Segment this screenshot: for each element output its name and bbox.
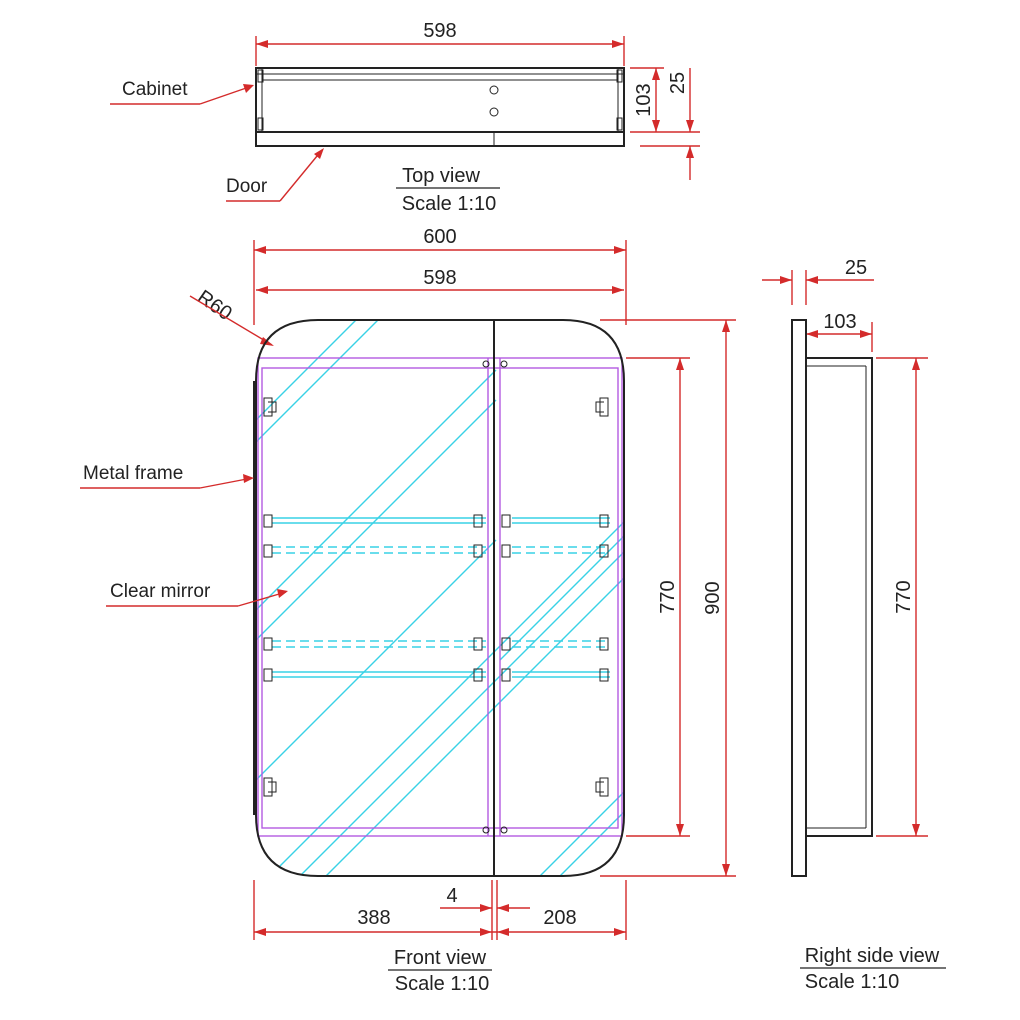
top-door [255, 131, 625, 147]
right-door-width-label: 208 [543, 907, 576, 929]
side-depth-label: 103 [823, 311, 856, 333]
top-view-title: Top view Scale 1:10 [396, 165, 500, 215]
side-view: 25 103 770 Right side v [762, 257, 946, 993]
cabinet-label: Cabinet [122, 79, 188, 100]
front-inner-height-label: 770 [657, 580, 679, 613]
side-view-title: Right side view Scale 1:10 [800, 945, 946, 993]
door-gap-label: 4 [446, 885, 457, 907]
side-height-dimension: 770 [876, 357, 928, 837]
side-door-slab [791, 319, 807, 877]
shelves [263, 514, 610, 682]
front-inner-width-label: 598 [423, 267, 456, 289]
top-depth-dimension: 103 25 [630, 67, 700, 180]
front-overall-height-dimension: 900 [600, 319, 736, 877]
front-overall-width-label: 600 [423, 226, 456, 248]
side-door-thickness-dimension: 25 [762, 257, 874, 305]
side-height-label: 770 [893, 580, 915, 613]
top-depth-label: 103 [633, 83, 655, 116]
top-cabinet-body [255, 67, 625, 133]
side-depth-dimension: 103 [806, 311, 873, 352]
front-inner-width-dimension: 598 [256, 267, 624, 294]
front-view-title-text: Front view [394, 947, 487, 969]
radius-callout: R60 [189, 286, 274, 346]
clear-mirror-callout: Clear mirror [106, 581, 288, 607]
front-view: 600 598 R60 [80, 226, 736, 995]
door-label: Door [226, 176, 268, 197]
side-cabinet-body [805, 357, 873, 837]
top-width-label: 598 [423, 20, 456, 42]
front-overall-height-label: 900 [702, 581, 724, 614]
door-callout: Door [226, 148, 324, 202]
metal-frame-callout: Metal frame [80, 463, 254, 489]
top-view-title-text: Top view [402, 165, 480, 187]
front-view-title: Front view Scale 1:10 [388, 947, 492, 995]
metal-frame-outline [257, 357, 623, 837]
top-view: 598 [110, 20, 700, 215]
side-view-title-text: Right side view [805, 945, 940, 967]
front-bottom-dimensions: 4 388 208 [253, 880, 627, 940]
metal-frame-label: Metal frame [83, 463, 183, 484]
front-outline [255, 319, 625, 877]
top-door-thickness-label: 25 [667, 72, 689, 94]
front-overall-width-dimension: 600 [253, 226, 627, 325]
clear-mirror-label: Clear mirror [110, 581, 211, 602]
front-view-scale: Scale 1:10 [395, 973, 490, 995]
mirror-hatch [256, 320, 624, 876]
hinges [263, 360, 609, 834]
side-view-scale: Scale 1:10 [805, 971, 900, 993]
cabinet-callout: Cabinet [110, 79, 254, 105]
top-view-scale: Scale 1:10 [402, 193, 497, 215]
front-inner-height-dimension: 770 [626, 357, 690, 837]
top-width-dimension: 598 [255, 20, 625, 66]
side-door-thickness-label: 25 [845, 257, 867, 279]
left-door-width-label: 388 [357, 907, 390, 929]
